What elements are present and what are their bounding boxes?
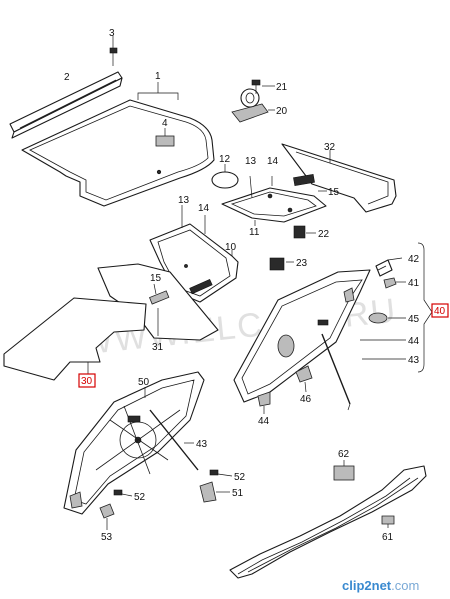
label-41: 41	[408, 278, 420, 289]
label-42: 42	[408, 254, 420, 265]
brand-name: clip2net	[342, 578, 392, 593]
part-12-cover-disc	[211, 171, 239, 189]
part-52-screw-b	[113, 489, 133, 497]
label-20: 20	[276, 106, 288, 117]
part-22-clip	[293, 225, 306, 239]
part-23-clip	[269, 257, 285, 271]
label-45: 45	[408, 314, 420, 325]
part-52-screw-a	[209, 469, 233, 477]
label-50: 50	[138, 377, 150, 388]
label-1: 1	[155, 71, 161, 82]
label-21: 21	[276, 82, 288, 93]
label-40: 40	[434, 306, 446, 317]
label-52b: 52	[134, 492, 146, 503]
label-14a: 14	[267, 156, 279, 167]
label-44a: 44	[408, 336, 420, 347]
part-20-tie-down-eye	[231, 88, 269, 123]
label-43a: 43	[408, 355, 420, 366]
part-30-trunk-mat	[3, 297, 147, 381]
label-61: 61	[382, 532, 394, 543]
part-31-mat	[97, 263, 219, 341]
label-2: 2	[64, 72, 70, 83]
label-46: 46	[300, 394, 312, 405]
part-32-trim-cover	[281, 143, 397, 213]
part-44-clip	[257, 391, 271, 407]
label-44b: 44	[258, 416, 270, 427]
part-50-tray-cover-left	[63, 371, 205, 515]
label-14b: 14	[198, 203, 210, 214]
part-61-clip	[381, 515, 395, 528]
part-62-clip	[333, 460, 355, 481]
label-23: 23	[296, 258, 308, 269]
part-60-sill-plate	[229, 465, 427, 579]
part-41-plug	[383, 277, 397, 289]
brand-domain: .com	[391, 578, 420, 593]
label-51: 51	[232, 488, 244, 499]
label-30: 30	[81, 376, 93, 387]
label-31: 31	[152, 342, 164, 353]
label-32: 32	[324, 142, 336, 153]
part-45-grommet	[368, 312, 388, 324]
label-13a: 13	[245, 156, 257, 167]
label-30-highlight	[78, 373, 96, 388]
part-51-latch	[199, 481, 230, 503]
brand-watermark: clip2net.com	[342, 578, 419, 593]
part-40-tray-cover	[233, 269, 371, 403]
part-2-rail	[9, 71, 123, 139]
part-21-bolt	[251, 79, 261, 94]
part-11-mounting-plate	[221, 173, 327, 223]
label-40-highlight	[431, 303, 449, 318]
label-43b: 43	[196, 439, 208, 450]
label-15b: 15	[150, 273, 162, 284]
label-62: 62	[338, 449, 350, 460]
label-12: 12	[219, 154, 231, 165]
label-53: 53	[101, 532, 113, 543]
part-53-nut	[99, 503, 115, 530]
label-3: 3	[109, 28, 115, 39]
part-3-screw	[109, 36, 118, 66]
part-1-floor-panel	[21, 99, 215, 207]
label-52a: 52	[234, 472, 246, 483]
label-22: 22	[318, 229, 330, 240]
label-13b: 13	[178, 195, 190, 206]
label-11: 11	[249, 227, 260, 238]
leader-1	[137, 92, 179, 100]
label-4: 4	[162, 118, 168, 129]
part-42-clip	[375, 259, 393, 277]
label-15a: 15	[328, 187, 340, 198]
part-46-clip	[295, 365, 313, 383]
label-10: 10	[225, 242, 237, 253]
